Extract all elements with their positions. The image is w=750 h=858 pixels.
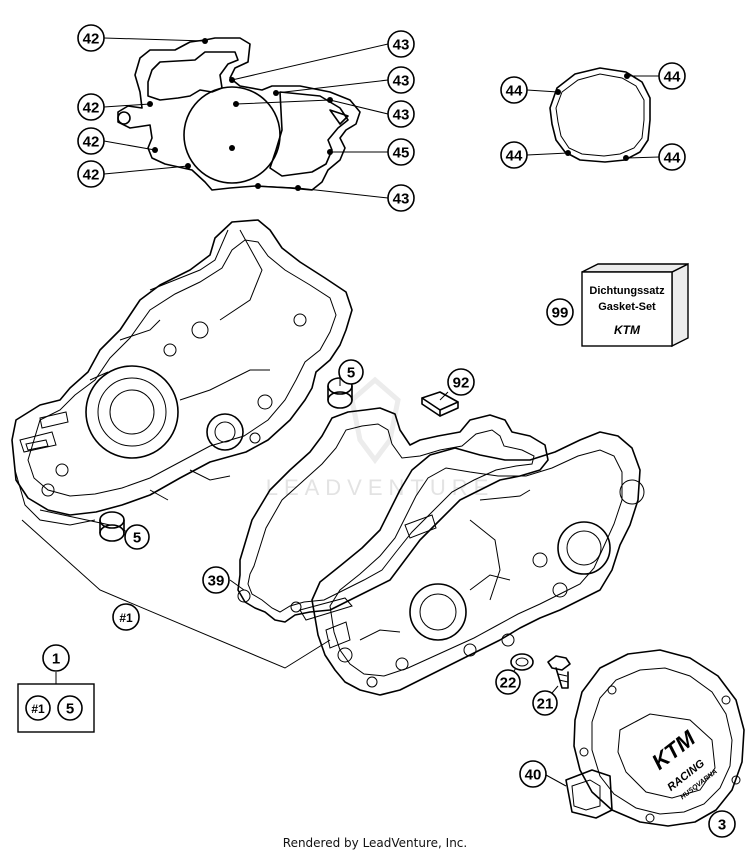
callout-42-a[interactable]: 42	[77, 24, 105, 52]
svg-text:#1: #1	[31, 702, 45, 716]
callout-1[interactable]: 1	[42, 644, 70, 672]
callout-44-c[interactable]: 44	[500, 141, 528, 169]
callout-5-lower[interactable]: 5	[124, 524, 150, 550]
svg-text:39: 39	[208, 573, 225, 590]
svg-text:44: 44	[506, 83, 523, 100]
svg-text:#1: #1	[119, 611, 133, 625]
drain-screw-21	[547, 655, 571, 689]
callout-assembly-1[interactable]: #1	[112, 603, 140, 631]
callout-43-d[interactable]: 43	[387, 184, 415, 212]
svg-text:44: 44	[664, 150, 681, 167]
crankcase-left-half	[11, 219, 353, 526]
callout-44-b[interactable]: 44	[658, 62, 686, 90]
callout-22[interactable]: 22	[495, 669, 521, 695]
leader-lines	[21, 37, 660, 787]
svg-text:42: 42	[83, 31, 100, 48]
svg-text:42: 42	[83, 100, 100, 117]
svg-text:42: 42	[83, 134, 100, 151]
callout-43-a[interactable]: 43	[387, 30, 415, 58]
svg-text:99: 99	[552, 305, 569, 322]
svg-text:1: 1	[52, 651, 60, 668]
svg-text:42: 42	[83, 167, 100, 184]
watermark: LEADVENTURE	[266, 376, 495, 500]
callout-44-a[interactable]: 44	[500, 76, 528, 104]
washer-22	[510, 653, 534, 671]
gasket-set-box: Dichtungssatz Gasket-Set KTM	[581, 262, 689, 348]
svg-text:43: 43	[393, 37, 410, 54]
crankcase-gasket-top	[117, 37, 361, 191]
svg-text:43: 43	[393, 107, 410, 124]
callout-42-b[interactable]: 42	[77, 93, 105, 121]
svg-text:5: 5	[133, 530, 141, 547]
callout-3[interactable]: 3	[708, 810, 736, 838]
svg-text:44: 44	[664, 69, 681, 86]
kit-callout-5[interactable]: 5	[57, 695, 83, 721]
gasket-set-line1: Dichtungssatz	[589, 285, 665, 297]
svg-text:92: 92	[453, 375, 470, 392]
gasket-set-logo: KTM	[614, 323, 641, 337]
callout-42-c[interactable]: 42	[77, 127, 105, 155]
gasket-set-line2: Gasket-Set	[598, 301, 656, 313]
svg-text:3: 3	[718, 817, 726, 834]
callout-45[interactable]: 45	[387, 138, 415, 166]
callout-21[interactable]: 21	[532, 690, 558, 716]
svg-text:21: 21	[537, 696, 554, 713]
footer-credit: Rendered by LeadVenture, Inc.	[282, 836, 468, 850]
svg-text:43: 43	[393, 191, 410, 208]
svg-text:5: 5	[66, 701, 74, 718]
svg-text:LEADVENTURE: LEADVENTURE	[266, 475, 495, 500]
callout-44-d[interactable]: 44	[658, 143, 686, 171]
plate-92	[421, 391, 459, 417]
center-crankcase-gasket	[237, 407, 549, 623]
svg-text:22: 22	[500, 675, 517, 692]
svg-text:43: 43	[393, 73, 410, 90]
ignition-cover: KTM RACING HUSQVARNA	[565, 649, 745, 827]
svg-text:44: 44	[506, 148, 523, 165]
callout-92[interactable]: 92	[447, 368, 475, 396]
bearing-lower	[99, 511, 125, 542]
callout-39[interactable]: 39	[202, 566, 230, 594]
callout-43-b[interactable]: 43	[387, 66, 415, 94]
callout-43-c[interactable]: 43	[387, 100, 415, 128]
callout-42-d[interactable]: 42	[77, 160, 105, 188]
ignition-cover-gasket	[549, 67, 651, 163]
kit-callout-assembly[interactable]: #1	[25, 695, 51, 721]
crankcase-right-half	[299, 431, 645, 696]
callout-99[interactable]: 99	[546, 298, 574, 326]
svg-text:45: 45	[393, 145, 410, 162]
callout-5-upper[interactable]: 5	[338, 359, 364, 385]
svg-text:40: 40	[525, 767, 542, 784]
callout-40[interactable]: 40	[519, 760, 547, 788]
svg-text:5: 5	[347, 365, 355, 382]
